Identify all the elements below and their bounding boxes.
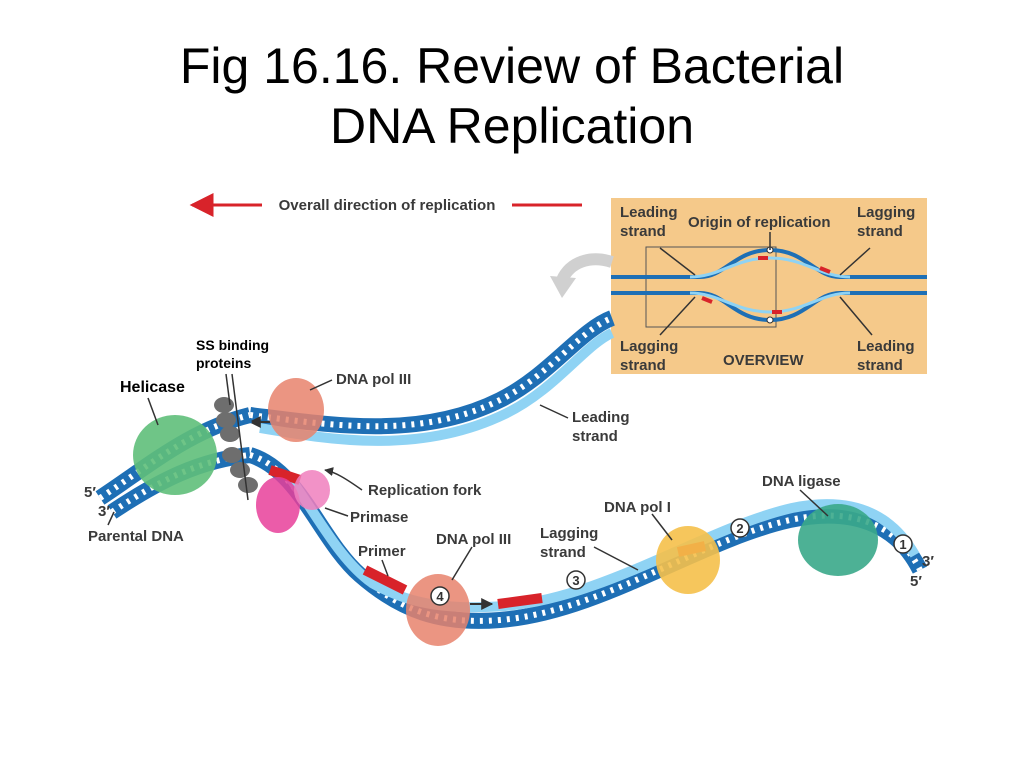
- title-line-1: Fig 16.16. Review of Bacterial: [179, 38, 845, 94]
- origin-marker: [766, 316, 774, 324]
- overall-direction-arrow: Overall direction of replication: [189, 193, 582, 217]
- replication-fork-label: Replication fork: [368, 482, 482, 499]
- step-number: 4: [436, 589, 444, 604]
- overview-lagging-strand-bl: Lagging: [620, 338, 678, 355]
- zoom-arrow: [556, 253, 614, 283]
- overview-background: [611, 198, 927, 374]
- five-prime-left: 5′: [84, 484, 96, 501]
- overview-leading-strand-br: Leading: [857, 338, 915, 355]
- overview-daughter-bottom: [689, 291, 851, 314]
- parental-dna-label: Parental DNA: [88, 528, 184, 545]
- slide-title: Fig 16.16. Review of Bacterial DNA Repli…: [0, 36, 1024, 156]
- overview-daughter-top: [689, 256, 851, 279]
- overview-lagging-strand-tr-2: strand: [857, 223, 903, 240]
- primer-segment: [497, 593, 543, 609]
- ss-binding-proteins: [214, 397, 258, 493]
- step-number: 3: [572, 573, 579, 588]
- primase-shape: [256, 477, 300, 533]
- primase-label: Primase: [350, 509, 408, 526]
- helicase-label: Helicase: [120, 379, 185, 396]
- leading-new-strand: [259, 328, 615, 446]
- title-line-2: DNA Replication: [329, 98, 695, 154]
- three-prime-right: 3′: [922, 553, 934, 570]
- ss-binding-label-2: proteins: [196, 355, 251, 371]
- lagging-strand-label: Lagging: [540, 525, 598, 542]
- overview-lagging-strand-tr: Lagging: [857, 204, 915, 221]
- overview-panel: Leading strand Origin of replication Lag…: [611, 198, 927, 374]
- lagging-strand-label-2: strand: [540, 544, 586, 561]
- overview-label: OVERVIEW: [723, 352, 804, 369]
- primase-shape-2: [294, 470, 330, 510]
- leader-lines: [107, 373, 829, 581]
- dna-pol-iii-top-label: DNA pol III: [336, 371, 411, 388]
- step-number: 2: [736, 521, 743, 536]
- step-marker: [730, 518, 750, 538]
- dna-pol-iii-bottom-label: DNA pol III: [436, 531, 511, 548]
- primer-segment: [362, 565, 408, 595]
- overview-origin-label: Origin of replication: [688, 214, 831, 231]
- overview-primer: [701, 296, 713, 304]
- overview-leading-strand-tl: Leading: [620, 204, 678, 221]
- step-marker: [893, 534, 913, 554]
- step-marker: [566, 570, 586, 590]
- leading-strand-label-2: strand: [572, 428, 618, 445]
- dna-ligase-shape: [798, 504, 878, 576]
- overview-lagging-strand-bl-2: strand: [620, 357, 666, 374]
- dna-ligase-label: DNA ligase: [762, 473, 841, 490]
- dna-pol-iii-top-shape: [268, 378, 324, 442]
- five-prime-right: 5′: [910, 573, 922, 590]
- ss-binding-label: SS binding: [196, 337, 269, 353]
- overview-primer: [819, 266, 831, 274]
- zoom-arrow-head: [550, 276, 576, 298]
- overview-zoom-frame: [645, 246, 777, 328]
- overall-direction-label: Overall direction of replication: [279, 197, 496, 214]
- step-number: 1: [899, 537, 906, 552]
- dna-pol-iii-bottom-shape: [406, 574, 470, 646]
- dna-pol-i-shape: [656, 526, 720, 594]
- dna-pol-i-label: DNA pol I: [604, 499, 671, 516]
- overview-leading-strand-br-2: strand: [857, 357, 903, 374]
- helicase-shape: [133, 415, 217, 495]
- step-markers: 1 2 3 4: [430, 518, 913, 606]
- leading-strand-label: Leading: [572, 409, 630, 426]
- primer-label: Primer: [358, 543, 406, 560]
- overview-leading-strand-tl-2: strand: [620, 223, 666, 240]
- primer-segment: [268, 465, 302, 485]
- step-marker: [430, 586, 450, 606]
- three-prime-left: 3′: [98, 503, 110, 520]
